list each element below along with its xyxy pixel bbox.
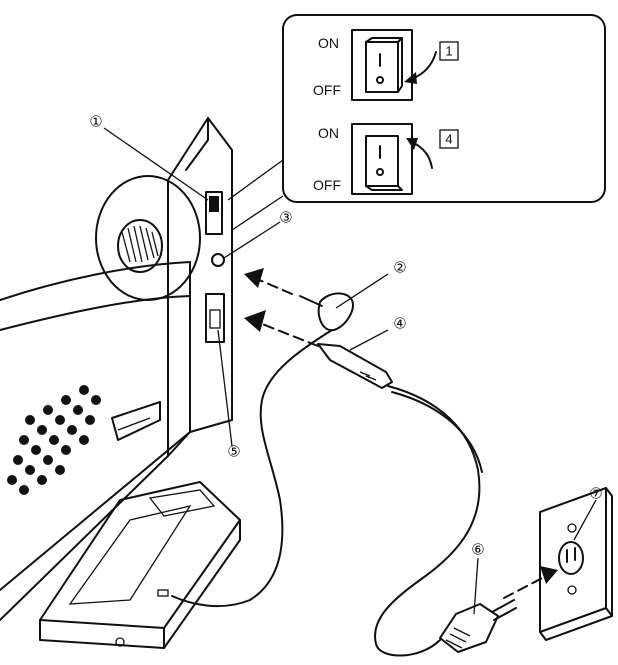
power-switch	[205, 191, 223, 235]
svg-text:⑥: ⑥	[471, 542, 484, 559]
foot-control-jack	[211, 253, 225, 267]
bottom-off-label: OFF	[313, 177, 341, 193]
callout-3: ③	[279, 210, 292, 227]
svg-text:③: ③	[279, 210, 292, 227]
machine-socket	[205, 293, 225, 343]
switch-inset	[227, 14, 606, 231]
bottom-on-label: ON	[318, 125, 339, 141]
wall-outlet	[539, 487, 613, 641]
step-top: 1	[445, 44, 452, 59]
wall-plug	[439, 566, 558, 653]
top-off-label: OFF	[313, 82, 341, 98]
top-on-label: ON	[318, 35, 339, 51]
svg-text:⑦: ⑦	[589, 486, 602, 503]
step-box-top	[439, 41, 459, 61]
svg-text:⑤: ⑤	[227, 444, 240, 461]
svg-text:①: ①	[89, 114, 102, 131]
handwheel-knob-icon	[121, 225, 159, 263]
insert-arrow-outlet-icon	[503, 566, 558, 599]
insert-arrow-jack-icon	[244, 268, 293, 295]
svg-text:②: ②	[393, 260, 406, 277]
callout-1: ①	[89, 114, 102, 131]
callout-5: ⑤	[227, 444, 240, 461]
sewing-machine-body	[0, 117, 233, 621]
foot-control-pedal	[39, 481, 241, 649]
foot-control-plug	[299, 292, 354, 332]
press-on-arrow-icon	[406, 138, 433, 169]
insert-arrow-socket-icon	[244, 310, 319, 347]
callout-6: ⑥	[471, 542, 484, 559]
ventilation-holes	[7, 385, 101, 495]
cords	[171, 329, 483, 657]
press-off-arrow-icon	[404, 51, 437, 84]
step-box-bottom	[439, 129, 459, 149]
callout-2: ②	[393, 260, 406, 277]
callout-7: ⑦	[589, 486, 602, 503]
callout-leaders	[103, 127, 597, 615]
callout-4: ④	[393, 316, 406, 333]
step-bottom: 4	[445, 132, 452, 147]
power-cord-plug	[317, 343, 393, 389]
svg-text:④: ④	[393, 316, 406, 333]
